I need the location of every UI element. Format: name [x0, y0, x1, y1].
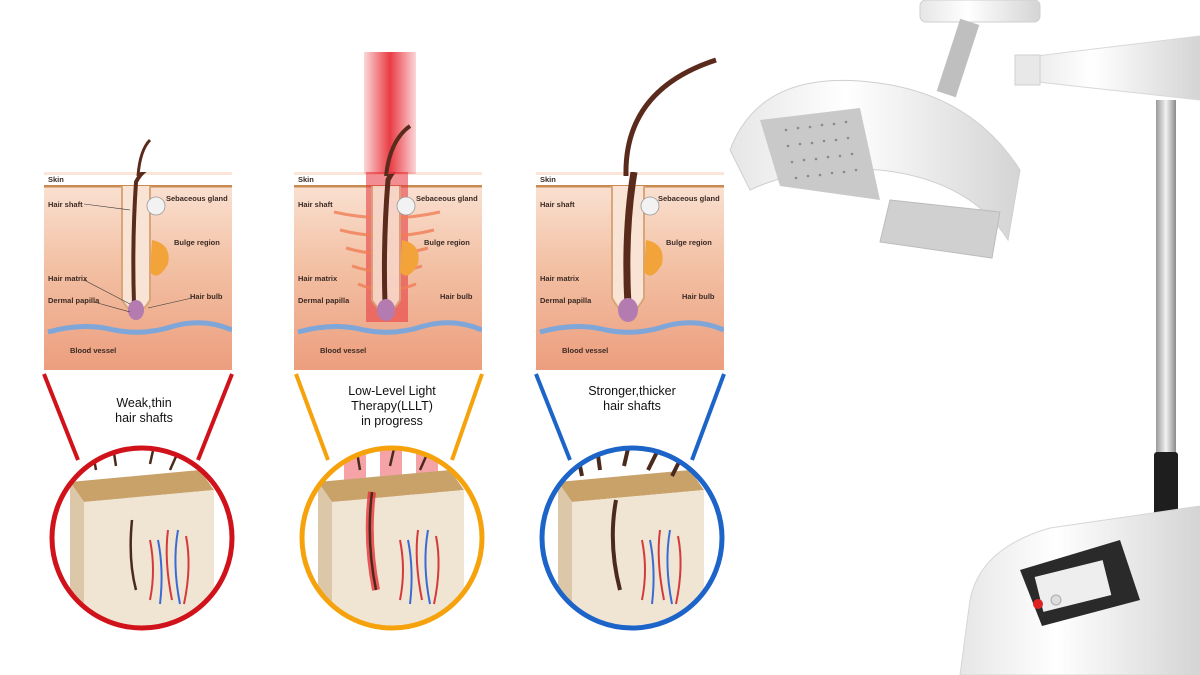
label-skin: Skin: [298, 175, 314, 184]
label-hair-shaft: Hair shaft: [48, 200, 83, 209]
led-grid: [784, 120, 858, 180]
label-hair-shaft: Hair shaft: [540, 200, 575, 209]
caption-lllt-line3: in progress: [361, 414, 423, 428]
label-hair-shaft: Hair shaft: [298, 200, 333, 209]
caption-weak: Weak,thin hair shafts: [64, 396, 224, 426]
anatomy-panel-lllt: Skin Hair shaft Sebaceous gland Bulge re…: [294, 172, 482, 370]
anatomy-panel-weak: Skin Hair shaft Sebaceous gland Bulge re…: [44, 172, 232, 370]
laser-beam: [364, 52, 416, 174]
label-bulge-region: Bulge region: [666, 238, 712, 247]
label-hair-bulb: Hair bulb: [682, 292, 715, 301]
follicle-diagram-strong: [536, 172, 724, 335]
caption-lllt-line2: Therapy(LLLT): [351, 399, 433, 413]
ring-weak: [49, 445, 235, 631]
anatomy-panel-strong: Skin Hair shaft Sebaceous gland Bulge re…: [536, 172, 724, 370]
label-hair-matrix: Hair matrix: [48, 274, 88, 283]
strong-hair: [623, 57, 717, 177]
label-skin: Skin: [48, 175, 64, 184]
skin-closeup-lllt: [300, 446, 484, 630]
label-dermal-papilla: Dermal papilla: [540, 296, 592, 305]
label-hair-matrix: Hair matrix: [540, 274, 580, 283]
label-hair-bulb: Hair bulb: [190, 292, 223, 301]
caption-lllt: Low-Level Light Therapy(LLLT) in progres…: [312, 384, 472, 429]
label-sebaceous-gland: Sebaceous gland: [416, 194, 478, 203]
label-skin: Skin: [540, 175, 556, 184]
label-blood-vessel: Blood vessel: [562, 346, 609, 355]
skin-closeup-weak: [50, 446, 234, 630]
label-hair-bulb: Hair bulb: [440, 292, 473, 301]
caption-lllt-line1: Low-Level Light: [348, 384, 436, 398]
ring-lllt: [299, 445, 485, 631]
skin-closeup-strong: [540, 446, 724, 630]
follicle-diagram-lllt: [294, 172, 482, 335]
caption-strong-line2: hair shafts: [603, 399, 661, 413]
lllt-device-image: [729, 0, 1200, 675]
label-blood-vessel: Blood vessel: [320, 346, 367, 355]
label-dermal-papilla: Dermal papilla: [298, 296, 350, 305]
caption-strong: Stronger,thicker hair shafts: [552, 384, 712, 414]
label-sebaceous-gland: Sebaceous gland: [166, 194, 228, 203]
label-hair-matrix: Hair matrix: [298, 274, 338, 283]
caption-weak-line2: hair shafts: [115, 411, 173, 425]
caption-weak-line1: Weak,thin: [116, 396, 172, 410]
label-sebaceous-gland: Sebaceous gland: [658, 194, 720, 203]
caption-strong-line1: Stronger,thicker: [588, 384, 676, 398]
label-dermal-papilla: Dermal papilla: [48, 296, 100, 305]
label-blood-vessel: Blood vessel: [70, 346, 117, 355]
label-bulge-region: Bulge region: [174, 238, 220, 247]
label-bulge-region: Bulge region: [424, 238, 470, 247]
ring-strong: [539, 445, 725, 631]
